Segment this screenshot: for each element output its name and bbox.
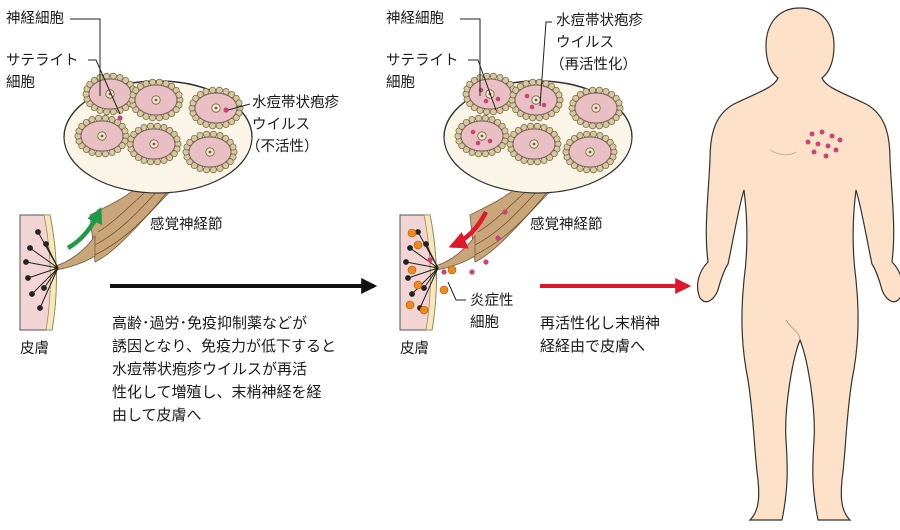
left-satellite-label-2: 細胞 (6, 75, 35, 91)
middle-nerve-bundle (434, 181, 562, 271)
description-line-5: 由して皮膚へ (112, 406, 202, 424)
neuron-cell (74, 114, 130, 158)
red-curved-arrow (448, 210, 489, 249)
neuron-cell (454, 114, 510, 158)
middle-skin-label: 皮膚 (400, 341, 429, 357)
left-neuron-label: 神経細胞 (6, 11, 64, 27)
body-rash-dots (805, 129, 843, 159)
left-virus-label-2: ウイルス (252, 117, 310, 133)
neuron-cell (126, 122, 182, 166)
reactivated-virus-dots (427, 209, 508, 275)
neuron-cell (128, 78, 184, 122)
neuron-cell (568, 86, 624, 130)
left-satellite-label-1: サテライト (6, 53, 79, 69)
middle-neuron-label: 神経細胞 (386, 11, 444, 27)
left-ganglion-label: 感覚神経節 (150, 217, 223, 233)
left-skin-label: 皮膚 (20, 341, 49, 357)
right-text-line-2: 経経由で皮膚へ (540, 337, 646, 355)
neuron-cell (508, 78, 564, 122)
left-virus-label-3: （不活性） (246, 139, 319, 155)
middle-virus-label-3: （再活性化） (550, 57, 637, 73)
neuron-cell (82, 72, 138, 116)
left-nerve-endings (23, 229, 59, 311)
left-nerve-bundle (54, 181, 182, 271)
description-line-3: 水痘帯状疱疹ウイルスが再活 (112, 360, 308, 378)
green-curved-arrow (66, 207, 103, 250)
neuron-cell (506, 122, 562, 166)
inflammatory-cells (405, 228, 457, 315)
middle-satellite-label-2: 細胞 (386, 75, 415, 91)
middle-virus-label-1: 水痘帯状疱疹 (556, 13, 643, 29)
description-line-2: 誘因となり、免疫力が低下すると (112, 337, 336, 355)
latent-virus-dot (117, 115, 123, 121)
middle-virus-label-2: ウイルス (556, 35, 614, 51)
human-body (696, 7, 900, 521)
middle-satellite-label-1: サテライト (386, 53, 459, 69)
middle-ganglion-cells (454, 72, 624, 174)
inflammatory-label-2: 細胞 (470, 315, 499, 331)
left-virus-label-1: 水痘帯状疱疹 (252, 95, 339, 111)
left-ganglion-cells (74, 72, 244, 174)
description-line-4: 性化して増殖し、末梢神経を経 (112, 383, 322, 401)
inflammatory-label-1: 炎症性 (470, 293, 514, 309)
description-line-1: 高齢･過労･免疫抑制薬などが (112, 314, 308, 332)
neuron-cell (562, 130, 618, 174)
leader-lines (70, 18, 552, 301)
neuron-cell (182, 130, 238, 174)
middle-ganglion-label: 感覚神経節 (530, 217, 603, 233)
latent-virus-dot (223, 107, 229, 113)
right-text-line-1: 再活性化し末梢神 (540, 314, 661, 332)
middle-nerve-endings (403, 229, 439, 311)
